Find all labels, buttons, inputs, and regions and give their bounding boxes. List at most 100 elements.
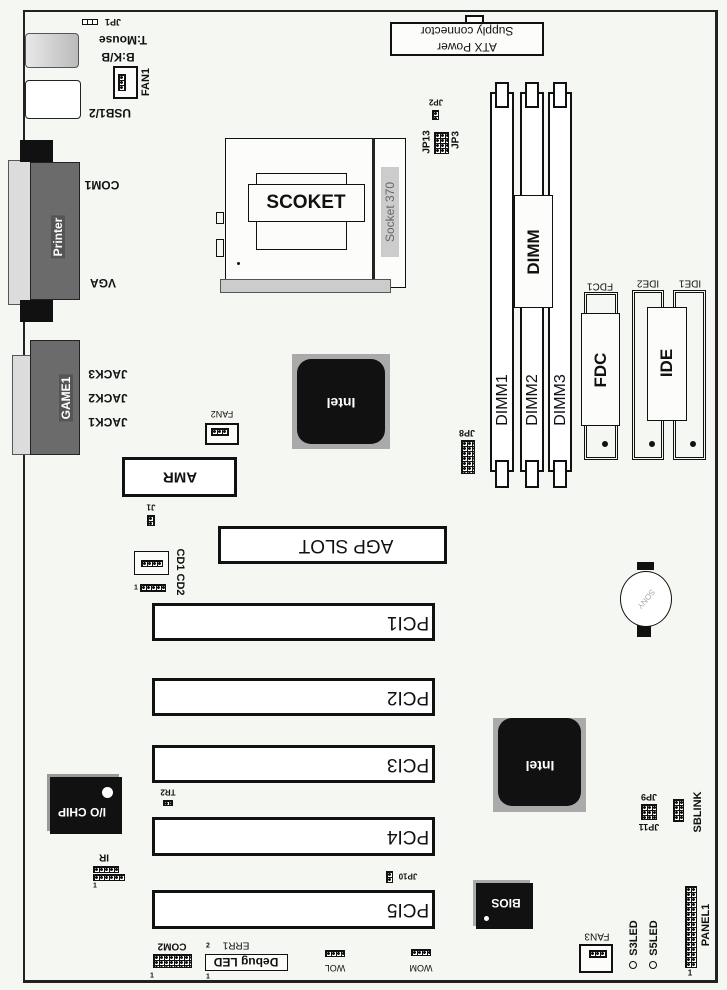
- com1-label: COM1: [84, 178, 120, 192]
- s5led-indicator: [649, 961, 657, 969]
- ide2-label: IDE2: [636, 277, 660, 289]
- wom-header: [411, 949, 431, 956]
- pci4-label: PCI4: [386, 826, 430, 847]
- agp-slot[interactable]: [218, 526, 447, 564]
- jp1-header: [82, 19, 98, 25]
- jp8-header: [461, 440, 475, 474]
- atx-label-line1: ATX Power: [437, 40, 497, 54]
- wol-header: [325, 950, 345, 957]
- cd2-pin1-label: 1: [134, 584, 138, 592]
- j1-header: [147, 515, 155, 526]
- err1-pin1-label: 1: [206, 973, 210, 981]
- agp-label: AGP SLOT: [298, 535, 394, 556]
- fdc-label: FDC: [591, 352, 610, 388]
- ide-label-box: [647, 307, 687, 421]
- jp10-label: JP10: [398, 871, 418, 881]
- keyboard-label: B:K/B: [101, 50, 135, 64]
- battery: [620, 571, 672, 627]
- usb-label: USB1/2: [88, 106, 132, 120]
- jack3-label: JACK3: [88, 367, 128, 381]
- socket-lever: [220, 279, 391, 293]
- err1-label: ERR1: [222, 939, 250, 951]
- fan3-label: FAN3: [584, 930, 610, 942]
- south-bridge-label: Intel: [525, 758, 555, 774]
- com2-label: COM2: [157, 940, 187, 952]
- ide-label: IDE: [657, 348, 676, 378]
- jp9-jp11-header: [641, 804, 657, 820]
- jp9-label: JP9: [640, 792, 658, 802]
- pci2-slot[interactable]: [152, 678, 435, 716]
- jp13-label: JP13: [421, 130, 433, 154]
- ir-header-bottom: [93, 874, 125, 881]
- s3led-indicator: [629, 961, 637, 969]
- s5led-label: S5LED: [648, 920, 660, 956]
- sblink-header: [673, 799, 684, 822]
- wol-label: WOL: [324, 963, 346, 973]
- sblink-label: SBLINK: [692, 791, 704, 833]
- printer-label: Printer: [51, 215, 65, 259]
- pci5-slot[interactable]: [152, 890, 435, 929]
- ir-pin1-label: 1: [93, 882, 97, 890]
- cd1-connector: [134, 551, 169, 575]
- dimm3-label: DIMM3: [552, 374, 569, 426]
- atx-tab: [465, 15, 484, 24]
- jack2-label: JACK2: [88, 391, 128, 405]
- north-bridge-label: Intel: [326, 395, 356, 411]
- atx-label-line2: Supply connector: [420, 24, 514, 38]
- dimm2-label: DIMM2: [524, 374, 541, 426]
- panel1-pin1-label: 1: [687, 968, 693, 978]
- pci3-slot[interactable]: [152, 745, 435, 783]
- ps2-connector: [25, 33, 79, 68]
- vga-label: VGA: [89, 276, 117, 290]
- dimm-label: DIMM: [524, 229, 543, 275]
- debug-led: [205, 954, 288, 971]
- ir-header-top: [93, 866, 119, 873]
- jp11-label: JP11: [638, 822, 660, 832]
- pci2-label: PCI2: [386, 687, 430, 708]
- cd-label: CD1 CD2: [174, 548, 186, 596]
- amr-slot[interactable]: [122, 457, 237, 497]
- fdc-label-box: [581, 313, 620, 426]
- tr2-header: [163, 800, 173, 806]
- jp1-label: JP1: [104, 17, 122, 27]
- tr2-label: TR2: [160, 787, 176, 797]
- io-chip: [50, 777, 122, 834]
- debug-led-label: Debug LED: [213, 955, 279, 969]
- jp10-header: [386, 871, 393, 883]
- game-label: GAME1: [59, 374, 73, 422]
- usb-connector: [25, 80, 81, 119]
- fan2-label: FAN2: [210, 409, 234, 419]
- dimm-label-box: [514, 195, 553, 308]
- fan1-connector: [113, 66, 138, 99]
- io-chip-label: I/O CHIP: [57, 805, 107, 819]
- jp3-label: JP3: [450, 131, 462, 149]
- south-bridge: [493, 718, 586, 812]
- screw-bottom: [20, 300, 53, 322]
- cd2-connector: [140, 584, 166, 592]
- pci1-slot[interactable]: [152, 603, 435, 641]
- err1-pin2-label: 2: [206, 942, 210, 950]
- motherboard-outline: [23, 10, 718, 983]
- amr-label: AMR: [162, 468, 198, 486]
- jp8-label: JP8: [458, 428, 476, 438]
- screw-top: [20, 140, 53, 162]
- fan1-label: FAN1: [140, 67, 152, 97]
- socket370-label: Socket 370: [383, 181, 397, 243]
- pci3-label: PCI3: [386, 754, 430, 775]
- pci4-slot[interactable]: [152, 817, 435, 856]
- j1-label: J1: [146, 502, 156, 512]
- jp2-header: [432, 110, 439, 120]
- com2-pin1-label: 1: [150, 972, 154, 980]
- north-bridge: [292, 354, 390, 449]
- pci5-label: PCI5: [386, 899, 430, 920]
- ide1-label: IDE1: [678, 277, 702, 289]
- bios-label: BIOS: [491, 896, 521, 910]
- socket-label-box: [248, 184, 365, 222]
- panel1-label: PANEL1: [700, 903, 712, 947]
- socket-label: SCOKET: [266, 192, 346, 213]
- socket370-tag: [381, 167, 399, 257]
- pci1-label: PCI1: [386, 612, 430, 633]
- panel1-header[interactable]: [685, 886, 697, 968]
- wom-label: WOM: [409, 963, 433, 973]
- fan2-connector: [205, 423, 239, 445]
